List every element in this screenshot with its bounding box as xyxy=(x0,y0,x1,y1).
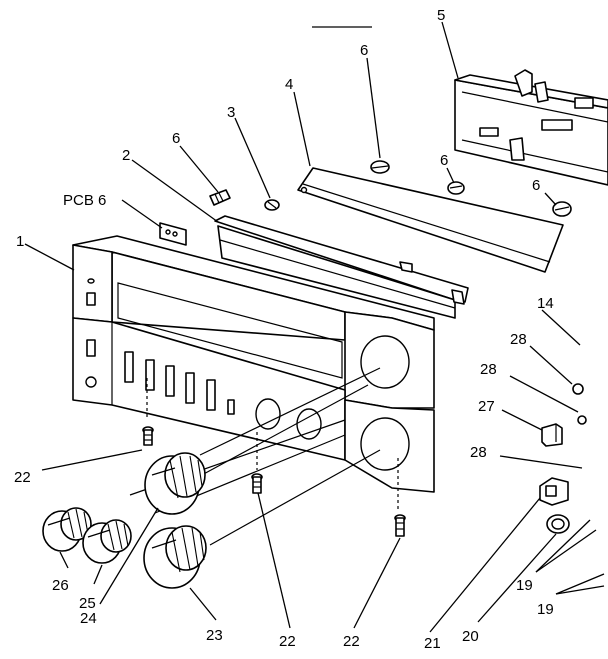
knob-23 xyxy=(143,525,207,589)
part-20-ring xyxy=(546,514,570,534)
callout-24: 24 xyxy=(80,610,97,627)
screw-6a xyxy=(209,189,231,206)
callout-pcb-6: PCB 6 xyxy=(63,192,106,209)
callout-26: 26 xyxy=(52,577,69,594)
knob-25 xyxy=(82,519,132,564)
part-21-switch xyxy=(539,477,569,506)
callout-4: 4 xyxy=(285,76,293,93)
callout-6-top: 6 xyxy=(360,42,368,59)
callout-6-mid: 6 xyxy=(440,152,448,169)
screw-6c xyxy=(447,181,465,195)
callout-6-right: 6 xyxy=(532,177,540,194)
screw-3 xyxy=(264,199,280,211)
callout-3: 3 xyxy=(227,104,235,121)
callout-27: 27 xyxy=(478,398,495,415)
screw-22a xyxy=(142,426,154,446)
part-5-chassis xyxy=(454,69,608,186)
callout-28-b: 28 xyxy=(480,361,497,378)
part-28-b xyxy=(577,415,587,425)
callout-6-left: 6 xyxy=(172,130,180,147)
part-28-a xyxy=(572,383,584,395)
part-1-front-panel xyxy=(72,235,435,546)
screw-22c xyxy=(394,514,406,537)
part-4-strip xyxy=(297,167,564,273)
callout-20: 20 xyxy=(462,628,479,645)
callout-14: 14 xyxy=(537,295,554,312)
callout-2: 2 xyxy=(122,147,130,164)
callout-1: 1 xyxy=(16,233,24,250)
screw-22b xyxy=(251,473,263,494)
callout-22-mid: 22 xyxy=(279,633,296,650)
callout-22-left: 22 xyxy=(14,469,31,486)
part-2-bracket xyxy=(214,215,469,319)
callout-5: 5 xyxy=(437,7,445,24)
pcb-6-board xyxy=(159,222,187,246)
callout-22-right: 22 xyxy=(343,633,360,650)
callout-21: 21 xyxy=(424,635,441,652)
screw-6d xyxy=(552,201,572,217)
callout-28-c: 28 xyxy=(470,444,487,461)
knob-24 xyxy=(144,452,206,515)
knob-26 xyxy=(42,507,92,552)
part-27 xyxy=(541,423,563,447)
callout-19-a: 19 xyxy=(516,577,533,594)
callout-19-b: 19 xyxy=(537,601,554,618)
screw-6b xyxy=(370,160,390,174)
callout-23: 23 xyxy=(206,627,223,644)
callout-25: 25 xyxy=(79,595,96,612)
callout-28-a: 28 xyxy=(510,331,527,348)
